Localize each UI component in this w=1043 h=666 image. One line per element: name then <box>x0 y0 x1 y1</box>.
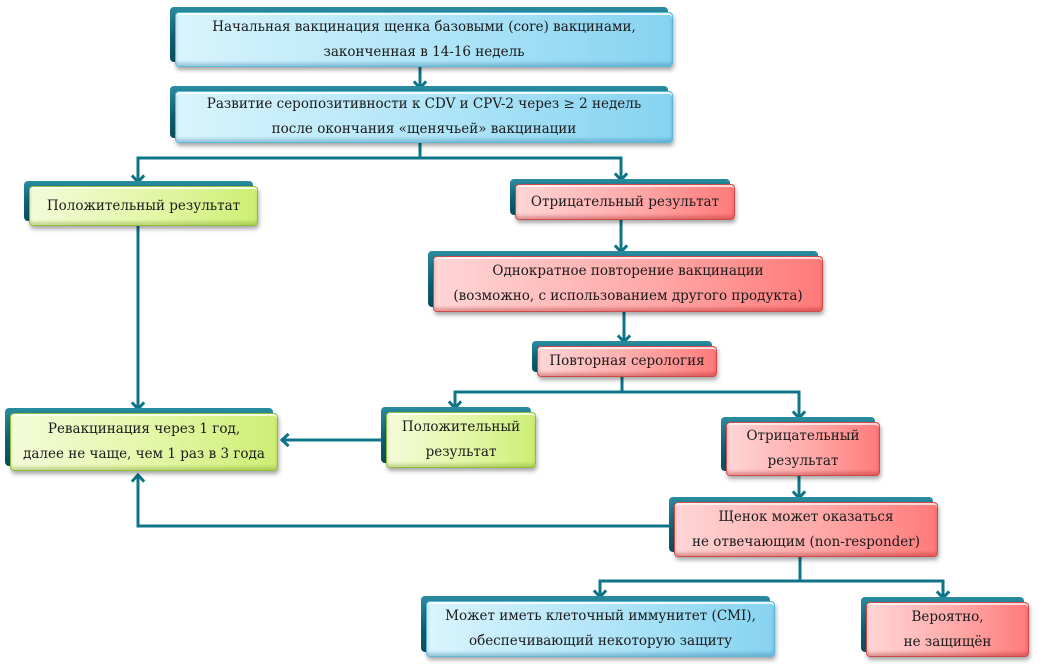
node-text-line: Щенок может оказаться <box>718 508 894 525</box>
node-text-line: Положительный <box>401 419 521 435</box>
node-face: Щенок может оказаться не отвечающим (non… <box>674 502 938 557</box>
node-face: Повторная серология <box>537 346 717 377</box>
node-text-line: Развитие серопозитивности к CDV и CPV-2 … <box>206 96 642 112</box>
connector-seropositivity-to-negative-result-1 <box>420 156 623 180</box>
connector-non-responder-to-cmi <box>598 557 802 597</box>
node-text-line: Повторная серология <box>549 353 705 369</box>
node-text-line: результат <box>767 453 839 469</box>
node-face: Положительный результат <box>29 186 258 226</box>
node-text-line: Начальная вакцинация щенка базовыми (cor… <box>212 18 636 35</box>
connector-repeat-serology-to-positive-result-2 <box>453 377 624 408</box>
node-text-line: законченная в 14-16 недель <box>323 43 525 60</box>
node-cmi: Может иметь клеточный иммунитет (CMI), о… <box>421 596 775 657</box>
node-face: Может иметь клеточный иммунитет (CMI), о… <box>426 601 775 657</box>
node-face: Однократное повторение вакцинации (возмо… <box>433 256 823 312</box>
node-text-line: не защищён <box>903 633 992 650</box>
node-negative-result-2: Отрицательный результат <box>721 417 880 476</box>
node-seropositivity: Развитие серопозитивности к CDV и CPV-2 … <box>170 86 673 143</box>
arrowhead-icon <box>279 432 290 448</box>
node-text-line: после окончания «щенячьей» вакцинации <box>271 121 577 137</box>
connector-non-responder-to-revaccination <box>136 475 669 528</box>
arrowhead-icon <box>130 472 146 483</box>
connector-repeat-serology-to-negative-result-2 <box>622 390 801 418</box>
node-text-line: Ревакцинация через 1 год, <box>47 421 241 437</box>
node-text-line: Положительный результат <box>46 197 241 214</box>
node-text-line: не отвечающим (non-responder) <box>691 533 921 550</box>
node-text-line: обеспечивающий некоторую защиту <box>468 633 733 649</box>
node-initial-vaccination: Начальная вакцинация щенка базовыми (cor… <box>170 7 673 67</box>
node-face: Начальная вакцинация щенка базовыми (cor… <box>175 12 673 67</box>
node-text-line: Отрицательный результат <box>530 193 720 210</box>
node-face: Вероятно, не защищён <box>866 602 1029 657</box>
node-face: Отрицательный результат <box>515 184 735 220</box>
node-repeat-serology: Повторная серология <box>532 341 717 377</box>
node-text-line: Может иметь клеточный иммунитет (CMI), <box>445 608 756 624</box>
node-text-line: далее не чаще, чем 1 раз в 3 года <box>23 446 265 462</box>
node-revaccination: Ревакцинация через 1 год, далее не чаще,… <box>5 408 278 471</box>
node-text-line: Отрицательный <box>746 428 860 444</box>
node-face: Положительный результат <box>386 412 536 468</box>
node-positive-result-2: Положительный результат <box>381 407 536 468</box>
node-face: Ревакцинация через 1 год, далее не чаще,… <box>10 413 278 471</box>
node-face: Отрицательный результат <box>726 422 880 476</box>
connector-non-responder-to-not-protected <box>800 579 945 598</box>
node-text-line: результат <box>425 444 497 460</box>
node-text-line: (возможно, с использованием другого прод… <box>453 288 803 304</box>
node-face: Развитие серопозитивности к CDV и CPV-2 … <box>175 91 673 143</box>
connector-seropositivity-to-positive-result-1 <box>136 143 422 182</box>
node-positive-result-1: Положительный результат <box>24 181 258 226</box>
node-repeat-vaccination: Однократное повторение вакцинации (возмо… <box>428 251 823 312</box>
node-text-line: Вероятно, <box>911 608 984 625</box>
node-negative-result-1: Отрицательный результат <box>510 179 735 220</box>
node-non-responder: Щенок может оказаться не отвечающим (non… <box>669 497 938 557</box>
node-not-protected: Вероятно, не защищён <box>861 597 1029 657</box>
node-text-line: Однократное повторение вакцинации <box>492 263 764 279</box>
